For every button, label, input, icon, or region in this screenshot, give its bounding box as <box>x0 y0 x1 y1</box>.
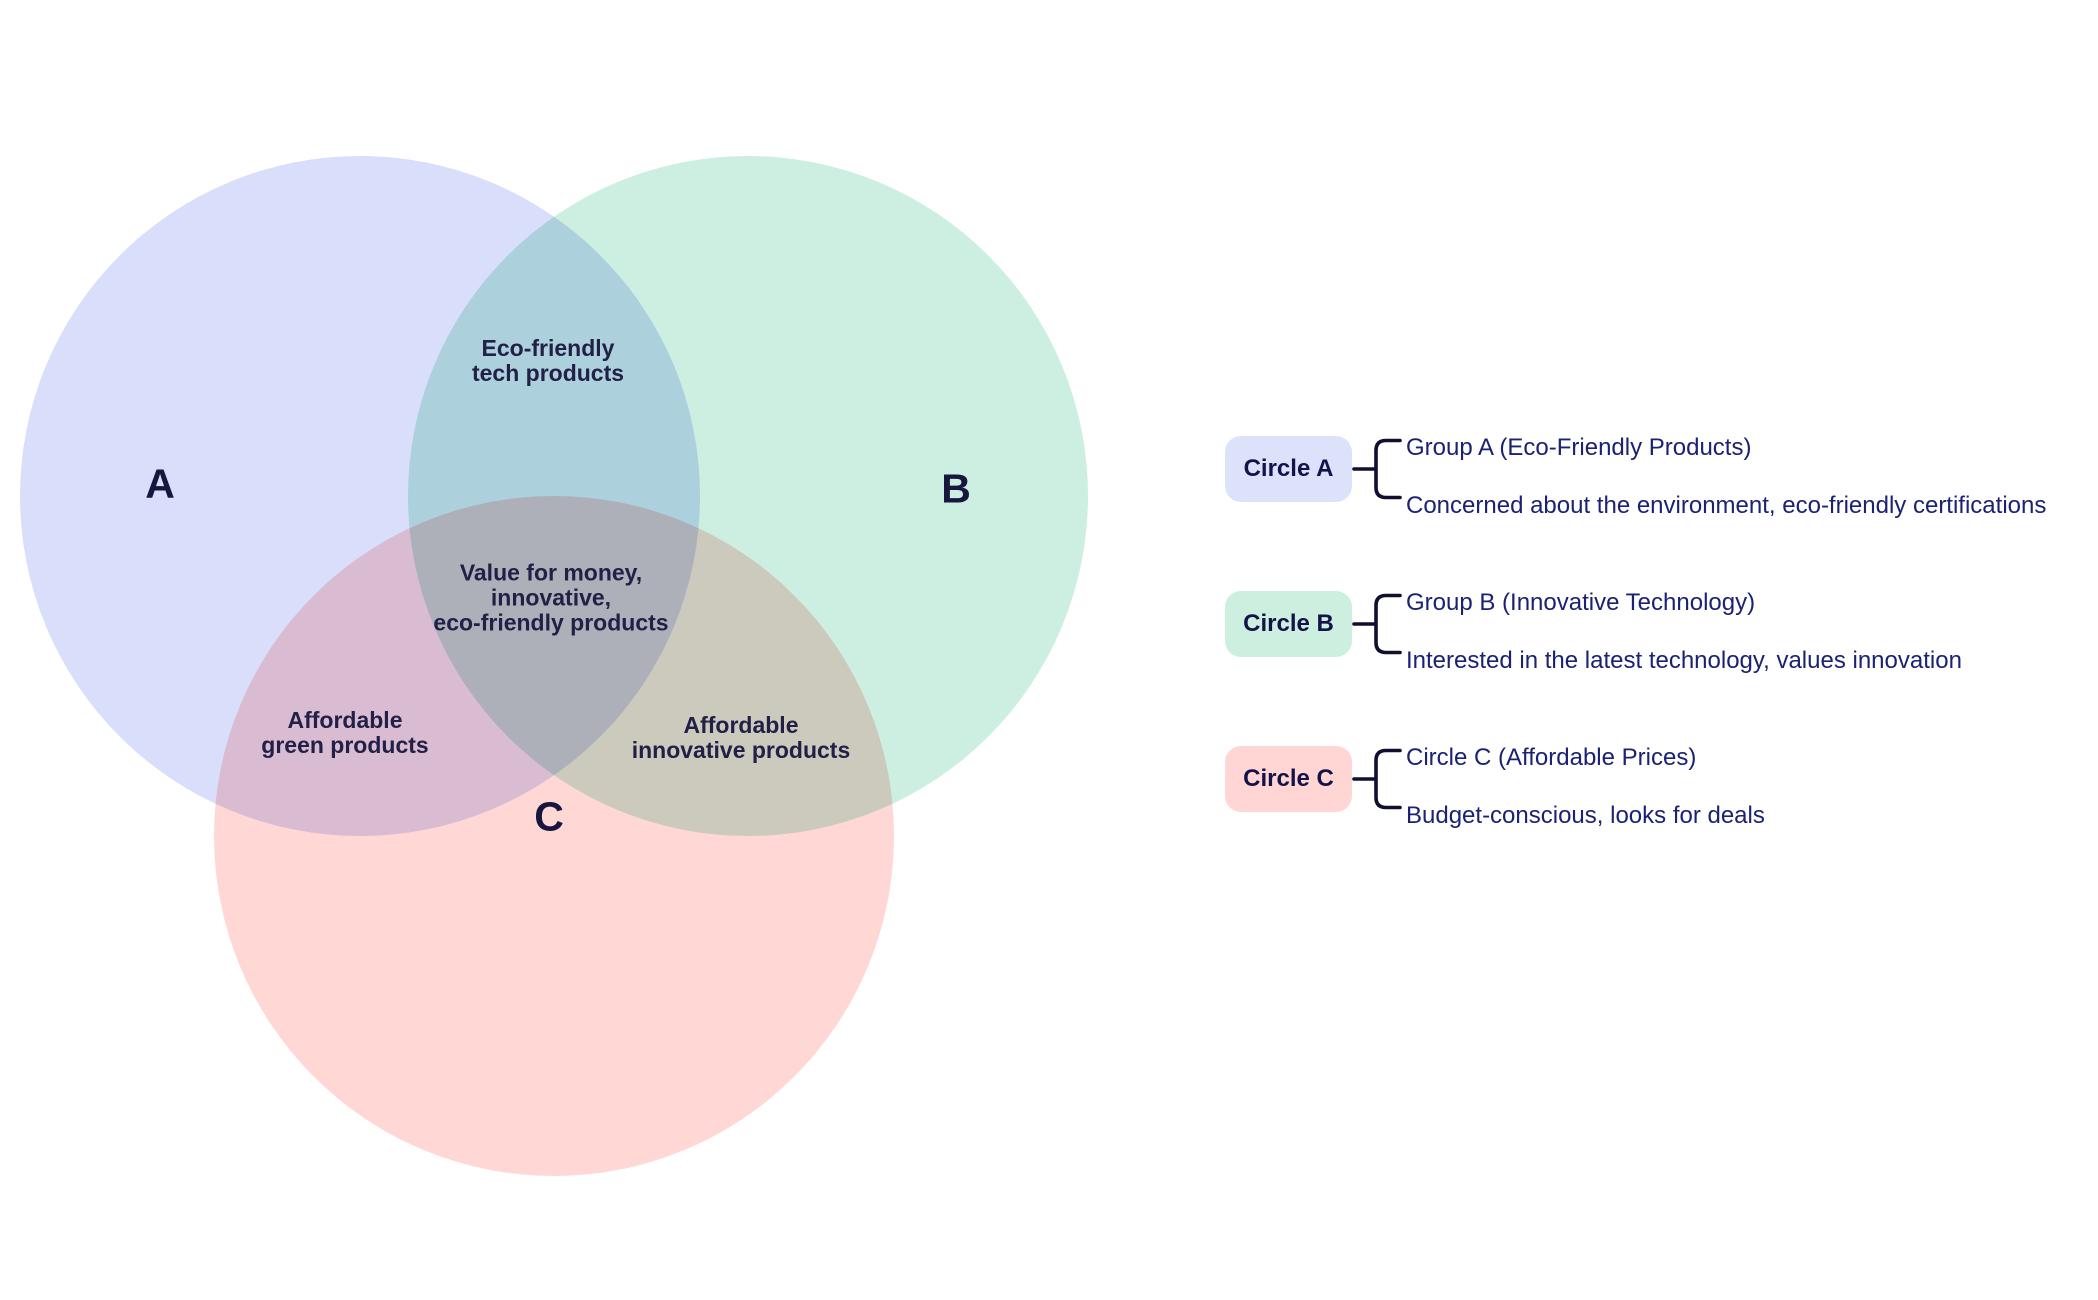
bracket-icon <box>1352 593 1402 655</box>
circle-b-letter: B <box>941 465 971 512</box>
circle-c-letter: C <box>534 793 564 840</box>
legend-text-group-title: Circle C (Affordable Prices) <box>1406 744 1697 771</box>
region-label-a-b: Eco-friendly tech products <box>471 335 625 386</box>
venn-diagram: A B C Eco-friendly tech products Value f… <box>20 156 1088 1176</box>
legend-chip-circle-c: Circle C <box>1225 746 1352 812</box>
legend-text-group-description: Interested in the latest technology, val… <box>1406 647 1962 674</box>
legend-text-group-title: Group B (Innovative Technology) <box>1406 589 1756 616</box>
legend-chip-circle-a: Circle A <box>1225 436 1352 502</box>
legend-row-circle-a: Circle A Group A (Eco-Friendly Products)… <box>1225 406 2098 536</box>
circle-c <box>214 496 894 1176</box>
region-label-a-b-c: Value for money, innovative, eco-friendl… <box>433 559 669 636</box>
region-label-a-c: Affordable green products <box>261 707 429 758</box>
bracket-icon <box>1352 748 1402 810</box>
legend-text-group-description: Concerned about the environment, eco-fri… <box>1406 492 2047 519</box>
legend-row-circle-b: Circle B Group B (Innovative Technology)… <box>1225 561 2098 691</box>
circle-a-letter: A <box>145 460 175 507</box>
legend-text-group-title: Group A (Eco-Friendly Products) <box>1406 434 1752 461</box>
legend-chip-circle-b: Circle B <box>1225 591 1352 657</box>
legend-row-circle-c: Circle C Circle C (Affordable Prices) Bu… <box>1225 716 2098 846</box>
bracket-icon <box>1352 438 1402 500</box>
legend: Circle A Group A (Eco-Friendly Products)… <box>1225 0 2098 1300</box>
region-label-b-c: Affordable innovative products <box>631 712 851 763</box>
legend-text-group-description: Budget-conscious, looks for deals <box>1406 802 1765 829</box>
